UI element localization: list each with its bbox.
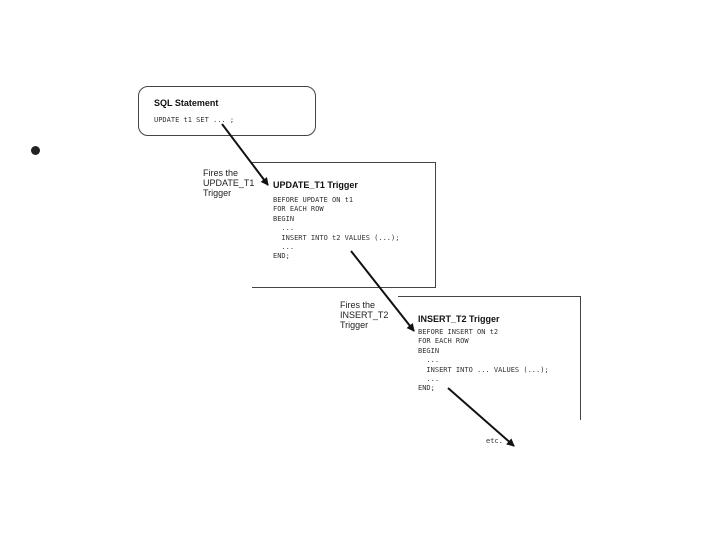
insert-trigger-title: INSERT_T2 Trigger: [418, 314, 500, 324]
sql-statement-title: SQL Statement: [154, 98, 219, 108]
fires-update-trigger-label: Fires the UPDATE_T1 Trigger: [203, 168, 255, 198]
fires-insert-trigger-label: Fires the INSERT_T2 Trigger: [340, 300, 389, 330]
update-trigger-panel: [252, 162, 436, 288]
update-trigger-code: BEFORE UPDATE ON t1 FOR EACH ROW BEGIN .…: [273, 196, 400, 261]
sql-statement-code: UPDATE t1 SET ... ;: [154, 116, 235, 124]
arrow-update-to-insert-trigger: [350, 250, 415, 332]
update-trigger-title: UPDATE_T1 Trigger: [273, 180, 358, 190]
insert-trigger-code: BEFORE INSERT ON t2 FOR EACH ROW BEGIN .…: [418, 328, 549, 393]
arrow-statement-to-update-trigger: [221, 123, 269, 186]
arrow-insert-to-etc: [447, 387, 515, 447]
insert-trigger-panel: [398, 296, 581, 420]
bullet-point: [31, 146, 40, 155]
continuation-label: etc.: [486, 437, 503, 445]
sql-statement-box: [138, 86, 316, 136]
